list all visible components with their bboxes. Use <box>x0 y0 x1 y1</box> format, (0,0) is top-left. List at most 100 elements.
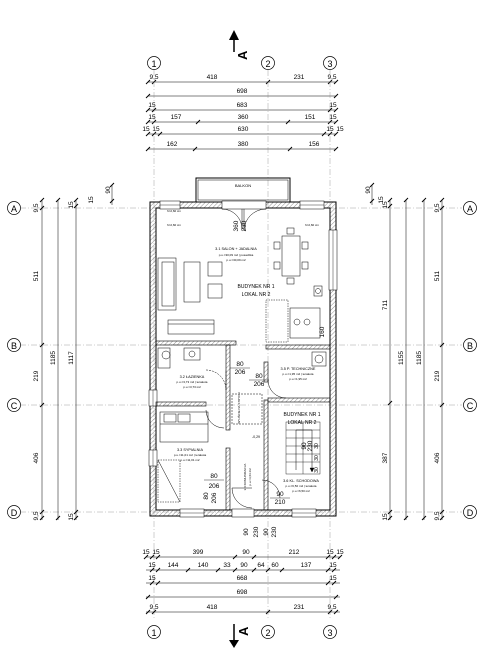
axis-label-3-bottom: 3 <box>327 628 332 638</box>
dim-op-d5b: 210 <box>275 499 286 506</box>
dim-bot-r1-g: 15 <box>336 549 344 556</box>
section-label-bottom: A <box>236 626 251 636</box>
label-room6-area: p.u.=6,50 m2 | terakota <box>286 484 317 488</box>
balcony-door-left <box>221 208 243 230</box>
dim-bot-r6-d: 9,5 <box>327 604 336 611</box>
toilet <box>161 350 171 360</box>
axis-D-left: D <box>11 508 18 518</box>
label-room6-area2: p.u.=6,50 m2 <box>292 489 310 493</box>
stair-num-a: 30 <box>314 443 320 449</box>
dim-right-inner-b: 711 <box>382 299 389 310</box>
balcony-door-opening <box>221 200 267 210</box>
section-arrow-icon <box>229 30 239 40</box>
label-building2: BUDYNEK NR 1 <box>284 412 321 418</box>
axis-bubble-1-top <box>147 56 161 70</box>
label-ceiling2: h=2,60 cm <box>167 223 182 227</box>
balcony: BALKON <box>195 177 291 203</box>
dim-op-win1: 360 <box>233 220 240 231</box>
dim-top-r1-b: 418 <box>207 74 218 81</box>
section-label-top: A <box>235 50 250 60</box>
dim-left-inner-c: 15 <box>68 513 75 521</box>
dim-op-win2: 160 <box>319 326 326 337</box>
dim-left-outer-a: 9,5 <box>33 203 40 212</box>
axis-label-2-top: 2 <box>265 59 270 69</box>
stair-num-b: 30 <box>314 455 320 461</box>
dim-top-r6-c: 156 <box>309 141 320 148</box>
label-room3-area2: p.u.=11,01 m2 <box>180 458 199 462</box>
label-room5-area2: p.u.=1,95 m2 <box>289 377 307 381</box>
dim-top-r6-a: 162 <box>167 141 178 148</box>
dim-bot-r4-b: 15 <box>329 575 337 582</box>
dim-top-r5-b: 15 <box>152 126 160 133</box>
exterior-walls <box>149 201 337 517</box>
label-room1-area2: p.u.=30,09 m2 <box>226 258 246 262</box>
letter-axes: A B C D A B C D <box>7 201 477 519</box>
dim-right-outer-e: 9,5 <box>434 511 441 520</box>
bed <box>159 411 209 443</box>
dim-right-inner-a: 15 <box>382 201 389 209</box>
top-axes: 1 2 3 <box>147 56 337 70</box>
bathtub <box>157 347 171 369</box>
axis-B-right: B <box>467 341 473 351</box>
dim-op-d4: 80 <box>203 492 210 500</box>
dim-op-d5: 90 <box>276 491 284 498</box>
dim-right-mid: 1155 <box>398 351 405 365</box>
label-room1-area: p.u.=30,09 m2 | posadzka <box>219 253 254 257</box>
dim-op-d4b: 206 <box>211 492 218 503</box>
axis-label-2-bottom: 2 <box>265 628 270 638</box>
dim-top-r5-e: 15 <box>336 126 344 133</box>
dim-left-outer-d: 406 <box>33 452 40 463</box>
bottom-dimensions: 15 15 399 90 212 15 15 15 144 140 33 90 … <box>142 549 344 615</box>
dim-right-extra-b: 90 <box>365 186 372 194</box>
dim-op-win1b: 230 <box>241 220 248 231</box>
label-room2-area: p.u.=3,73 m2 | terakota <box>177 380 208 384</box>
dim-left-outer-c: 219 <box>33 370 40 381</box>
dim-left-outer-b: 511 <box>33 270 40 281</box>
dim-bot-r1-a: 15 <box>142 549 150 556</box>
dim-right-outer-c: 219 <box>434 370 441 381</box>
label-ceiling-right: h=2,60 cm <box>305 223 320 227</box>
dim-top-r5-c: 630 <box>238 126 249 133</box>
dim-top-r4-c: 360 <box>238 114 249 121</box>
dim-top-r3-c: 15 <box>329 102 337 109</box>
dim-bot-r2-a: 15 <box>148 562 156 569</box>
label-unit2: LOKAL NR 2 <box>288 420 317 426</box>
dim-right-mid2: 1185 <box>416 351 423 365</box>
dim-bot-r3: 668 <box>237 575 248 582</box>
dim-left-mid: 1185 <box>50 351 57 365</box>
dim-left-extra-a: 15 <box>88 196 95 204</box>
room-labels: 3.1 SALON + JADALNIA p.u.=30,09 m2 | pos… <box>167 209 321 493</box>
dim-right-outer-b: 511 <box>434 270 441 281</box>
label-room5-area: p.u.=1,95 m2 | terakota <box>283 372 314 376</box>
label-building: BUDYNEK NR 1 <box>238 284 275 290</box>
dim-op-d1b: 206 <box>235 369 246 376</box>
label-unit: LOKAL NR 2 <box>242 292 271 298</box>
label-room1: 3.1 SALON + JADALNIA <box>215 247 257 251</box>
axis-C-left: C <box>11 401 18 411</box>
dim-top-r4-b: 157 <box>171 114 182 121</box>
dim-right-inner-d: 15 <box>382 513 389 521</box>
dim-top-r3-b: 683 <box>237 102 248 109</box>
dim-op-d2: 80 <box>255 373 263 380</box>
dim-left-extra-b: 90 <box>105 186 112 194</box>
sofa <box>157 257 177 311</box>
interior-walls <box>155 340 331 511</box>
dim-bot-r6-b: 418 <box>207 604 218 611</box>
dim-op-d3b: 206 <box>209 483 220 490</box>
axis-B-left: B <box>11 341 17 351</box>
axis-C-right: C <box>467 401 474 411</box>
dim-bot-r2-f: 64 <box>257 562 265 569</box>
section-mark-top: A <box>229 30 250 60</box>
dim-op-d2b: 206 <box>254 381 265 388</box>
opening-dimensions: 80 206 80 206 80 206 80 206 90 210 90 23… <box>203 220 326 537</box>
dim-left-outer-e: 9,5 <box>33 511 40 520</box>
label-room4: 3.4 KOMUNIKACJA <box>243 464 247 491</box>
axis-bubble-2-top <box>261 56 275 70</box>
dim-bot-r1-f: 15 <box>326 549 334 556</box>
label-ceiling-left: h=2,60 cm <box>167 209 182 213</box>
balcony-label: BALKON <box>235 183 251 188</box>
dim-top-r4-a: 15 <box>148 114 156 121</box>
dim-bot-r5: 698 <box>237 589 248 596</box>
dim-right-inner-c: 387 <box>382 452 389 463</box>
